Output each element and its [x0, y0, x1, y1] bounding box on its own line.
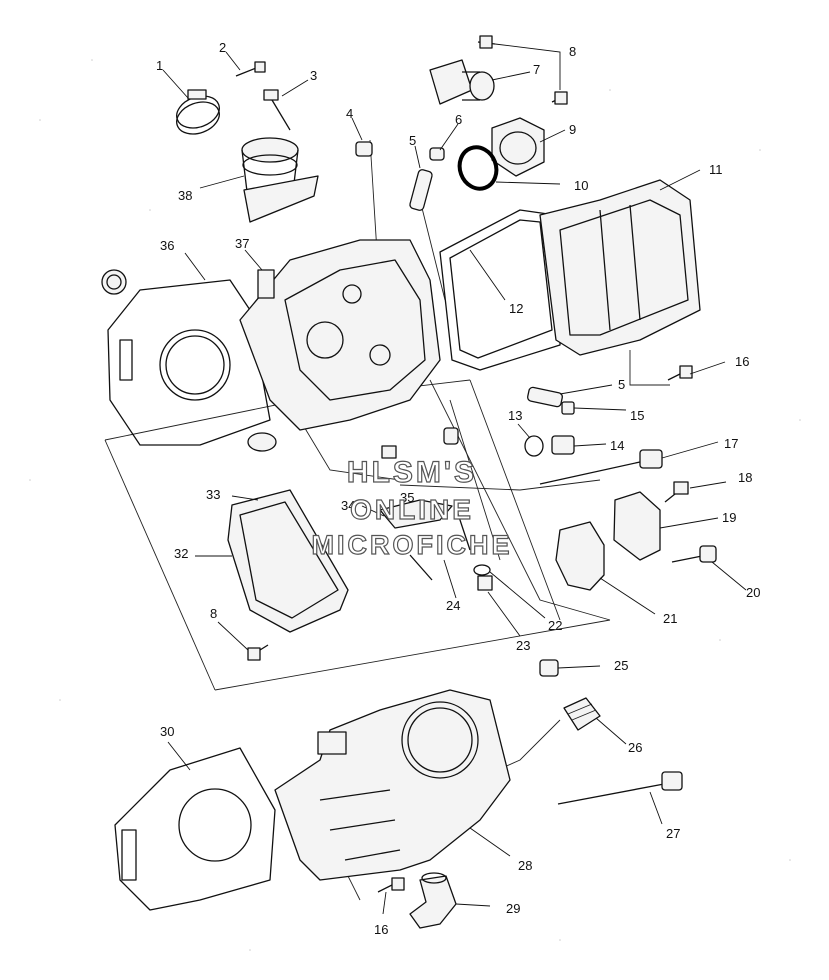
callout: 3	[310, 68, 317, 83]
background-speckle	[29, 59, 801, 951]
callout: 16	[374, 922, 388, 937]
callout: 13	[508, 408, 522, 423]
water-outlet	[429, 59, 495, 105]
callout: 11	[709, 162, 723, 177]
cylinder-head	[239, 239, 441, 431]
nut-23	[477, 575, 493, 591]
hose-clamp	[176, 89, 220, 135]
callout: 37	[235, 236, 249, 251]
bolt-20	[671, 545, 717, 563]
callout: 7	[533, 62, 540, 77]
callout: 6	[455, 112, 462, 127]
callout: 16	[735, 354, 749, 369]
washer	[524, 435, 544, 457]
callout: 36	[160, 238, 174, 253]
long-bolt-27	[557, 771, 683, 805]
callout: 5	[409, 133, 416, 148]
callout: 19	[722, 510, 736, 525]
thermostat-housing	[491, 117, 545, 177]
watermark-line: MICROFICHE	[312, 530, 513, 560]
dowel-pin	[355, 141, 373, 157]
base-gasket	[114, 747, 276, 911]
watermark-line: HLSM'S	[347, 456, 477, 489]
bolt-8-lower	[247, 644, 269, 661]
callout: 8	[569, 44, 576, 59]
fitting-26	[563, 697, 601, 731]
callout: 20	[746, 585, 760, 600]
callout: 26	[628, 740, 642, 755]
callout: 4	[346, 106, 353, 121]
bolt-16-lower	[377, 877, 405, 893]
callout: 38	[178, 188, 192, 203]
callout: 33	[206, 487, 220, 502]
watermark-line: ONLINE	[350, 494, 474, 525]
clamp-screw	[235, 61, 266, 77]
callout: 15	[630, 408, 644, 423]
valve-guide	[409, 169, 433, 211]
callout: 35	[400, 490, 414, 505]
bolt-8-top	[477, 35, 568, 105]
bolt-16-upper	[667, 365, 693, 381]
watermark: HLSM'S ONLINE MICROFICHE	[311, 455, 513, 560]
cylinder	[274, 689, 511, 881]
callout: 22	[548, 618, 562, 633]
dowel-center	[443, 427, 459, 445]
bracket-21	[555, 521, 605, 591]
leader-lines	[162, 43, 747, 915]
o-ring	[457, 145, 499, 191]
rubber-seal	[101, 269, 127, 295]
fitting-14	[551, 435, 575, 455]
head-gasket	[107, 279, 271, 446]
callout: 17	[724, 436, 738, 451]
bolt-18	[664, 481, 689, 503]
side-cover	[227, 489, 349, 633]
callout: 8	[210, 606, 217, 621]
callout: 21	[663, 611, 677, 626]
elbow-fitting	[409, 872, 457, 929]
callout: 28	[518, 858, 532, 873]
callout: 12	[509, 301, 523, 316]
assembly-guide-lines	[104, 139, 670, 901]
callout: 1	[156, 58, 163, 73]
callout: 27	[666, 826, 680, 841]
callout: 5	[618, 377, 625, 392]
valve-cover	[539, 179, 701, 356]
plate-35	[379, 499, 453, 529]
callout: 23	[516, 638, 530, 653]
callout: 14	[610, 438, 624, 453]
callout: 34	[341, 498, 355, 513]
studs	[381, 445, 471, 581]
callout: 18	[738, 470, 752, 485]
cap-15	[561, 401, 575, 415]
callout: 32	[174, 546, 188, 561]
intake-boot	[241, 137, 319, 223]
callout: 30	[160, 724, 174, 739]
dowel-25	[539, 659, 559, 677]
callout: 24	[446, 598, 460, 613]
small-seal	[247, 432, 277, 452]
callout: 2	[219, 40, 226, 55]
callout: 29	[506, 901, 520, 916]
callout: 25	[614, 658, 628, 673]
bracket-19	[613, 491, 661, 561]
callout: 9	[569, 122, 576, 137]
bolt-3	[263, 89, 291, 131]
callouts: 1 2 3 4 5 6 7 8 9 10 11 12 16 5 15 13 14…	[156, 40, 760, 937]
valve-guide-lower	[527, 386, 563, 408]
seal-cap	[429, 147, 445, 161]
washer-22	[473, 564, 491, 576]
long-bolt-17	[539, 449, 663, 485]
callout: 10	[574, 178, 588, 193]
